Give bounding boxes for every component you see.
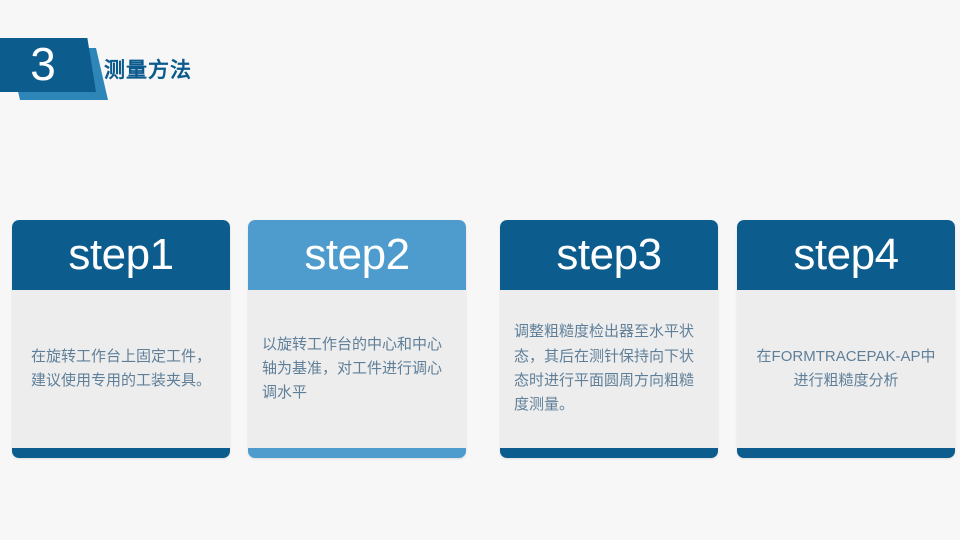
step-card-4-footer [737, 448, 955, 458]
step-card-4-text: 在FORMTRACEPAK-AP中进行粗糙度分析 [756, 347, 936, 389]
step-card-3-header: step3 [500, 220, 718, 290]
step-card-3-body: 调整粗糙度检出器至水平状态，其后在测针保持向下状态时进行平面圆周方向粗糙度测量。 [500, 290, 718, 448]
step-card-1-header: step1 [12, 220, 230, 290]
step-card-4-label: step4 [793, 230, 899, 279]
step-card-2-header: step2 [248, 220, 466, 290]
step-card-3-label: step3 [556, 230, 662, 279]
step-card-1[interactable]: step1 在旋转工作台上固定工件，建议使用专用的工装夹具。 [12, 220, 230, 458]
step-card-2-body: 以旋转工作台的中心和中心轴为基准，对工件进行调心调水平 [248, 290, 466, 448]
step-card-3-footer [500, 448, 718, 458]
step-card-1-label: step1 [68, 230, 174, 279]
step-card-2[interactable]: step2 以旋转工作台的中心和中心轴为基准，对工件进行调心调水平 [248, 220, 466, 458]
slide-header: 3 测量方法 [0, 0, 960, 130]
step-card-2-text: 以旋转工作台的中心和中心轴为基准，对工件进行调心调水平 [262, 335, 443, 402]
step-card-3-text: 调整粗糙度检出器至水平状态，其后在测针保持向下状态时进行平面圆周方向粗糙度测量。 [514, 323, 695, 414]
step-card-4-header: step4 [737, 220, 955, 290]
step-card-1-text: 在旋转工作台上固定工件，建议使用专用的工装夹具。 [30, 347, 211, 389]
step-card-1-footer [12, 448, 230, 458]
section-number-badge: 3 [0, 30, 120, 110]
badge-number-text: 3 [30, 38, 56, 90]
step-card-2-footer [248, 448, 466, 458]
badge-front-shape [0, 38, 96, 92]
step-card-1-body: 在旋转工作台上固定工件，建议使用专用的工装夹具。 [12, 290, 230, 448]
step-card-2-label: step2 [304, 230, 410, 279]
steps-container: step1 在旋转工作台上固定工件，建议使用专用的工装夹具。 step2 以旋转… [12, 220, 956, 460]
step-card-4-body: 在FORMTRACEPAK-AP中进行粗糙度分析 [737, 290, 955, 448]
page-title: 测量方法 [104, 59, 192, 82]
step-card-3[interactable]: step3 调整粗糙度检出器至水平状态，其后在测针保持向下状态时进行平面圆周方向… [500, 220, 718, 458]
step-card-4[interactable]: step4 在FORMTRACEPAK-AP中进行粗糙度分析 [737, 220, 955, 458]
